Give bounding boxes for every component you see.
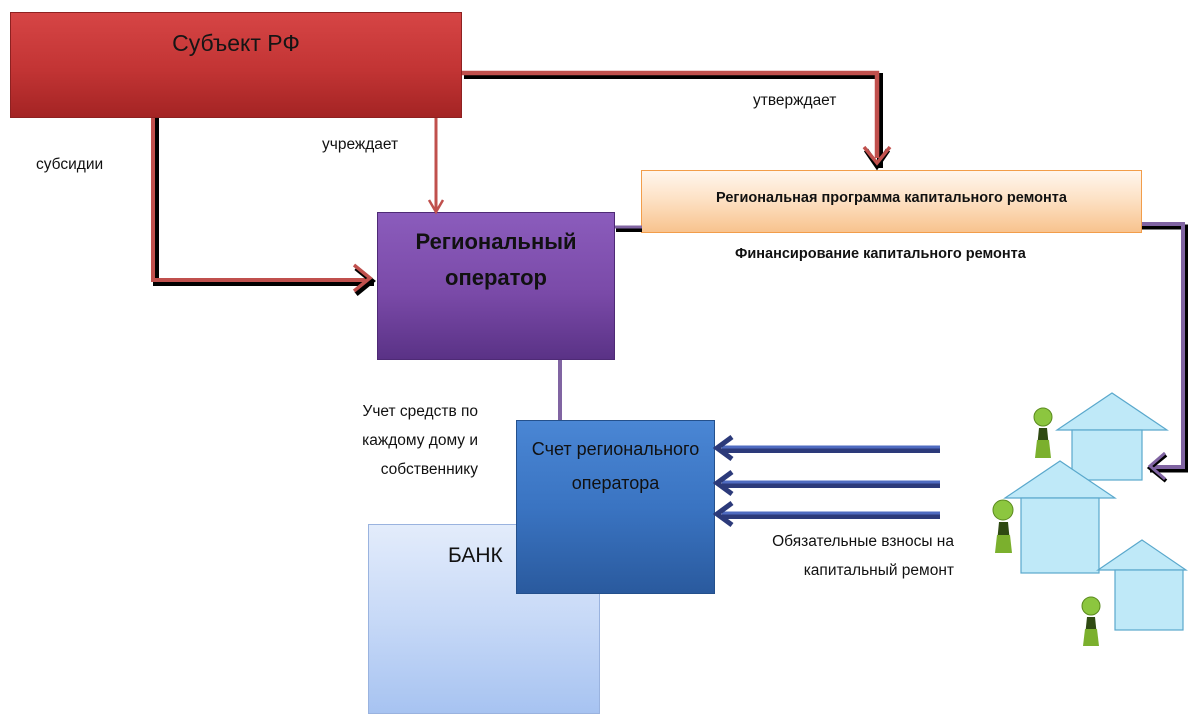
subsidies-connector xyxy=(151,118,376,296)
contribution-arrow xyxy=(712,434,940,462)
financing-connector xyxy=(615,222,1188,483)
house-icon xyxy=(1096,539,1188,631)
person-icon xyxy=(992,499,1014,553)
operator-account-label: Счет регионального оператора xyxy=(531,439,700,493)
house-icon xyxy=(1055,392,1169,481)
regional-program-label: Региональная программа капитального ремо… xyxy=(716,190,1067,206)
approves-label: утверждает xyxy=(753,92,837,109)
financing-label: Финансирование капитального ремонта xyxy=(735,246,1026,262)
regional-operator-box xyxy=(377,212,615,360)
person-icon xyxy=(1081,596,1101,646)
operator-account-box xyxy=(516,420,715,594)
house-icon xyxy=(1003,460,1117,574)
establishes-connector xyxy=(427,118,445,215)
contribution-arrow xyxy=(712,500,940,528)
person-icon xyxy=(1033,407,1053,458)
accounting-label: Учет средств по каждому дому и собственн… xyxy=(362,403,478,478)
subsidies-label: субсидии xyxy=(36,156,104,173)
subject-rf-label: Субъект РФ xyxy=(172,30,300,56)
approves-connector xyxy=(462,70,892,171)
bank-label: БАНК xyxy=(448,544,503,567)
subject-rf-box xyxy=(10,12,462,118)
contribution-arrow xyxy=(712,469,940,497)
regional-program-box xyxy=(641,170,1142,233)
regional-operator-label: Региональный оператор xyxy=(415,229,577,290)
establishes-label: учреждает xyxy=(322,136,399,153)
contributions-label: Обязательные взносы на капитальный ремон… xyxy=(772,533,954,579)
